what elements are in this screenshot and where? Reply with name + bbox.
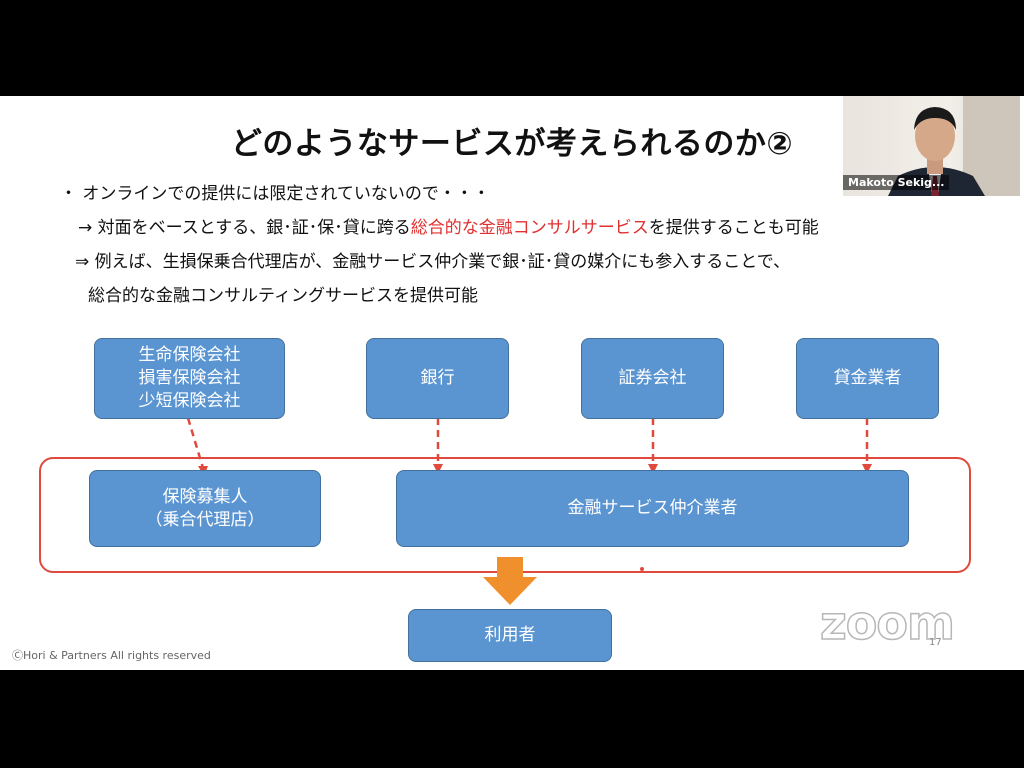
insurer-life: 生命保険会社 bbox=[138, 345, 241, 365]
zoom-watermark: zoom bbox=[819, 595, 955, 651]
insurer-smallshort: 少短保険会社 bbox=[138, 391, 241, 411]
insurers-box: 生命保険会社 損害保険会社 少短保険会社 bbox=[94, 338, 285, 419]
lender-box: 貸金業者 bbox=[796, 338, 939, 419]
line-2-highlight: 総合的な金融コンサルサービス bbox=[410, 218, 649, 238]
line-2-suffix: を提供することも可能 bbox=[648, 218, 819, 238]
connector-insurers bbox=[186, 417, 205, 469]
agency-sublabel: （乗合代理店） bbox=[145, 509, 265, 530]
laser-pointer-dot bbox=[640, 567, 644, 571]
line-2-prefix: → 対面をベースとする、銀･証･保･貸に跨る bbox=[78, 218, 411, 238]
arrowhead-lender bbox=[862, 464, 872, 474]
line-2: → 対面をベースとする、銀･証･保･貸に跨る総合的な金融コンサルサービスを提供す… bbox=[78, 213, 819, 238]
intermediary-box: 金融サービス仲介業者 bbox=[396, 470, 909, 547]
diagram-connectors bbox=[186, 417, 872, 605]
agency-box: 保険募集人 （乗合代理店） bbox=[89, 470, 321, 547]
user-box: 利用者 bbox=[408, 609, 612, 662]
copyright-text: ⒸHori & Partners All rights reserved bbox=[12, 649, 211, 662]
bank-box: 銀行 bbox=[366, 338, 509, 419]
arrow-to-user bbox=[483, 557, 537, 605]
securities-box: 証券会社 bbox=[581, 338, 724, 419]
arrowhead-bank bbox=[433, 464, 443, 474]
arrowhead-securities bbox=[648, 464, 658, 474]
line-4: 総合的な金融コンサルティングサービスを提供可能 bbox=[88, 286, 478, 306]
participant-name: Makoto Sekig... bbox=[843, 175, 950, 190]
insurer-nonlife: 損害保険会社 bbox=[138, 368, 241, 388]
line-3: ⇒ 例えば、生損保乗合代理店が、金融サービス仲介業で銀･証･貸の媒介にも参入する… bbox=[75, 252, 791, 272]
bullet-text: ・ オンラインでの提供には限定されていないので・・・ bbox=[60, 184, 490, 204]
agency-label: 保険募集人 bbox=[162, 486, 248, 507]
page-number: 17 bbox=[929, 637, 942, 648]
participant-video-tile[interactable]: Makoto Sekig... bbox=[843, 96, 1020, 196]
slide-title: どのようなサービスが考えられるのか② bbox=[230, 126, 794, 162]
